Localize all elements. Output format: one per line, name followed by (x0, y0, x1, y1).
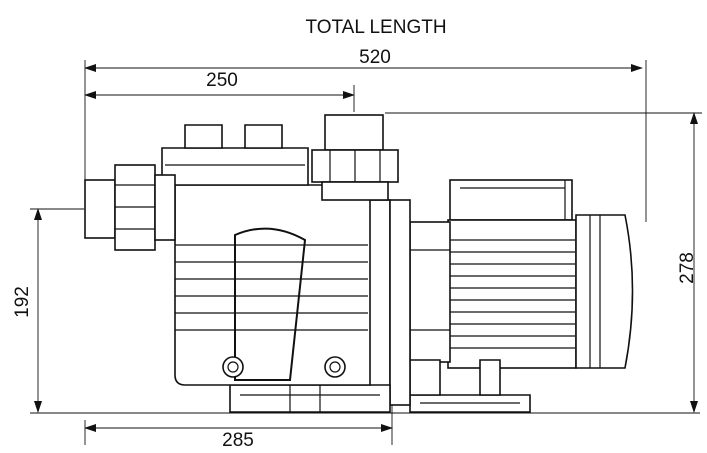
dim-inlet-outlet-label: 250 (206, 70, 238, 91)
motor-flange (409, 221, 451, 363)
outlet-pipe (324, 114, 384, 151)
drain-plug-right (324, 356, 346, 378)
motor-body (447, 219, 577, 369)
dimension-lines (30, 60, 702, 445)
lid-knob-right (244, 124, 283, 149)
pump-base (229, 384, 391, 413)
inlet-union (84, 164, 176, 251)
seal-plate (367, 199, 391, 406)
motor (409, 179, 634, 369)
dim-total-height-label: 278 (677, 252, 698, 284)
motor-end-cap (575, 214, 634, 369)
motor-foot (409, 359, 531, 413)
pump-housing-body (174, 184, 371, 386)
strainer-housing (174, 184, 371, 386)
strainer-lid (161, 124, 309, 186)
drain-plug-left (222, 356, 244, 378)
pump-illustration (84, 114, 634, 413)
housing-ribs (175, 244, 368, 331)
dim-inlet-height-label: 192 (12, 286, 33, 318)
dim-base-length-label: 285 (222, 430, 254, 451)
motor-fins (450, 239, 575, 349)
motor-terminal-box (449, 179, 573, 221)
basket-window (234, 227, 307, 381)
lid-knob-left (184, 124, 223, 149)
title-total-length: TOTAL LENGTH (305, 17, 446, 38)
seal-plate-back (389, 199, 411, 406)
outlet-union (311, 114, 399, 201)
inlet-pipe (84, 179, 116, 239)
dim-total-length-label: 520 (359, 47, 391, 68)
